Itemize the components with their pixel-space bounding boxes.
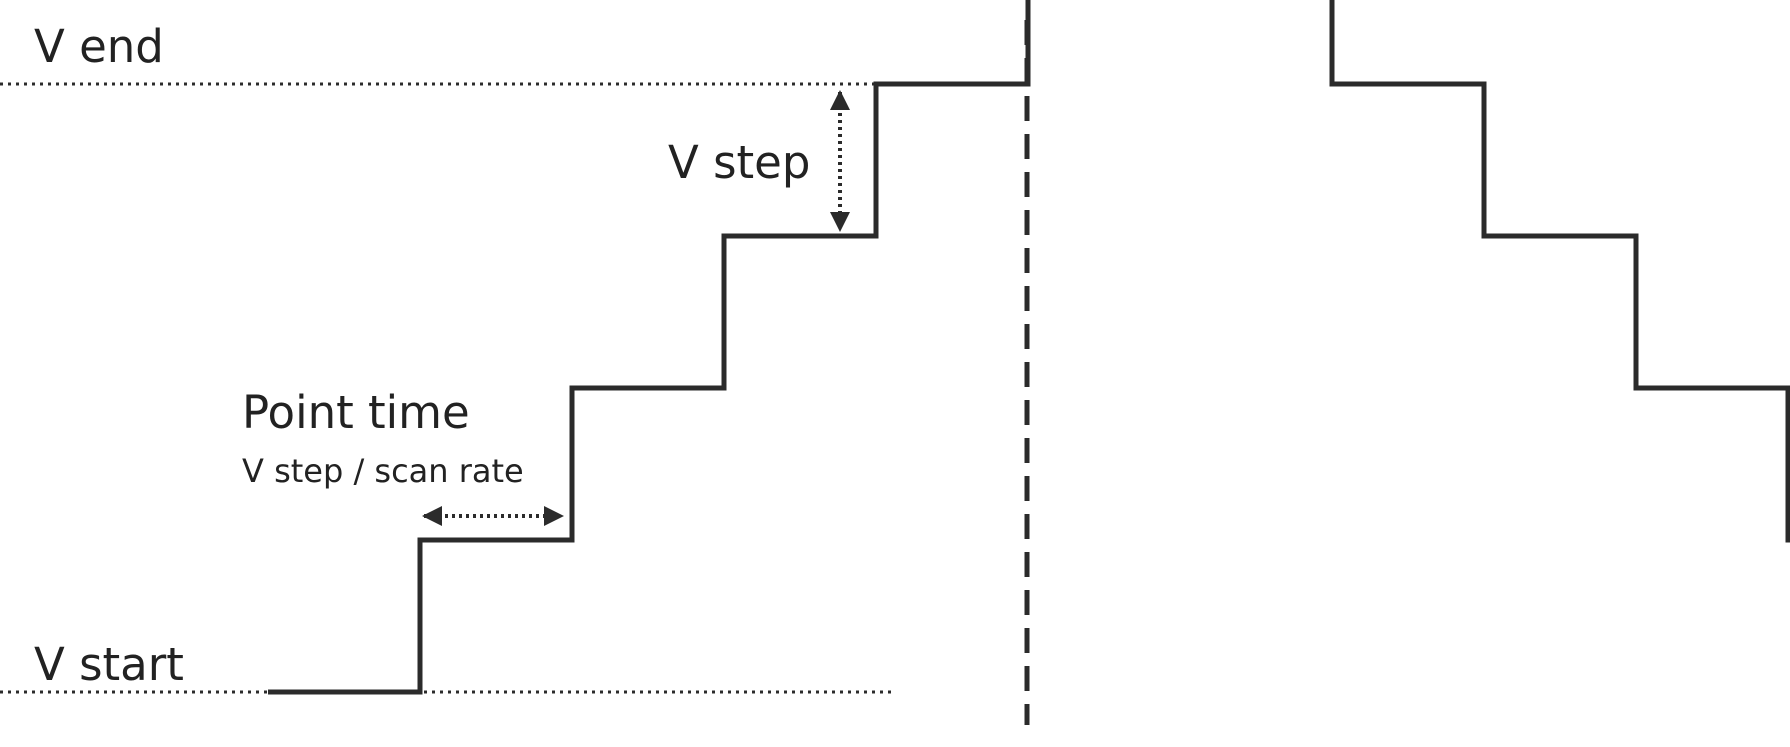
point-time-label: Point time: [242, 386, 470, 439]
point-time-formula: V step / scan rate: [242, 452, 524, 490]
v-step-label: V step: [668, 136, 811, 189]
staircase-waveform: [268, 0, 1790, 695]
v-end-label: V end: [34, 20, 164, 73]
v-start-label: V start: [34, 638, 184, 691]
